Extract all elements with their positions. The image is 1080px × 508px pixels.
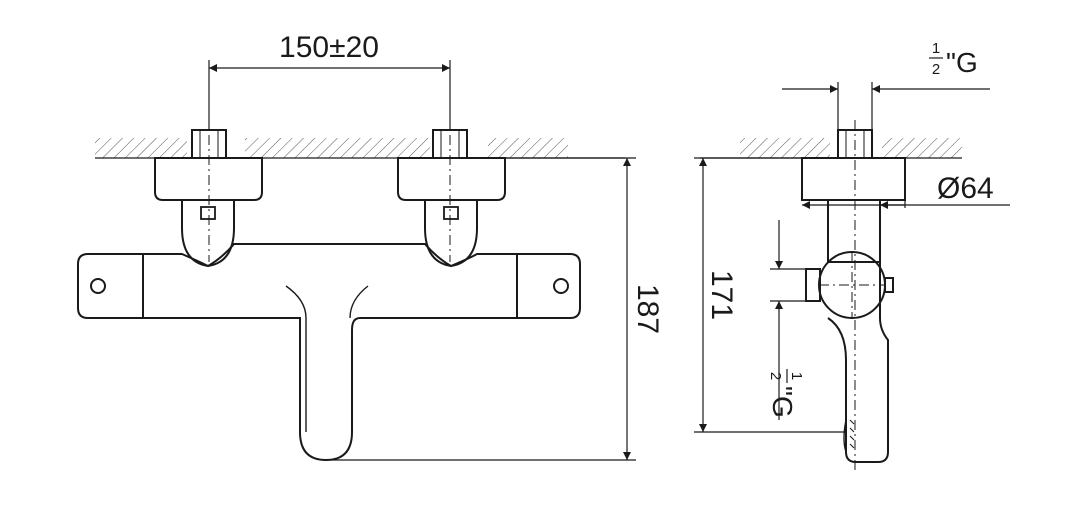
front-view: [77, 115, 625, 462]
thread-top-mark: "G: [946, 47, 978, 78]
wall-hatch-right: [488, 138, 568, 158]
side-view: [700, 120, 962, 470]
thread-side-numerator: 1: [788, 372, 805, 380]
mixer-body: [77, 243, 581, 462]
thread-side-denominator: 2: [767, 372, 784, 380]
dimension-height-outlet-label: 171: [705, 270, 738, 320]
dimension-height-total-label: 187: [631, 284, 664, 334]
side-wall-hatch-left: [740, 138, 830, 158]
dimension-height-total: [330, 157, 636, 461]
dimension-diameter-label: Ø64: [937, 172, 994, 205]
dimension-thread-side: [770, 220, 806, 420]
dimension-spacing: [208, 60, 451, 130]
escutcheon-right: [397, 157, 506, 201]
escutcheon-left: [154, 157, 263, 201]
dimension-height-outlet: [694, 157, 846, 433]
thread-side-mark: "G: [767, 386, 798, 418]
thread-top-denominator: 2: [932, 61, 940, 78]
wall-hatch-middle: [245, 138, 430, 158]
side-body: [827, 200, 881, 263]
thread-top-numerator: 1: [932, 40, 940, 57]
side-wall-hatch-right: [882, 138, 962, 158]
wall-hatch-left: [95, 138, 187, 158]
dimension-thread-top: [782, 82, 990, 130]
side-escutcheon: [801, 157, 906, 201]
dimension-diameter: [802, 180, 1010, 209]
dimension-spacing-label: 150±20: [279, 31, 379, 64]
